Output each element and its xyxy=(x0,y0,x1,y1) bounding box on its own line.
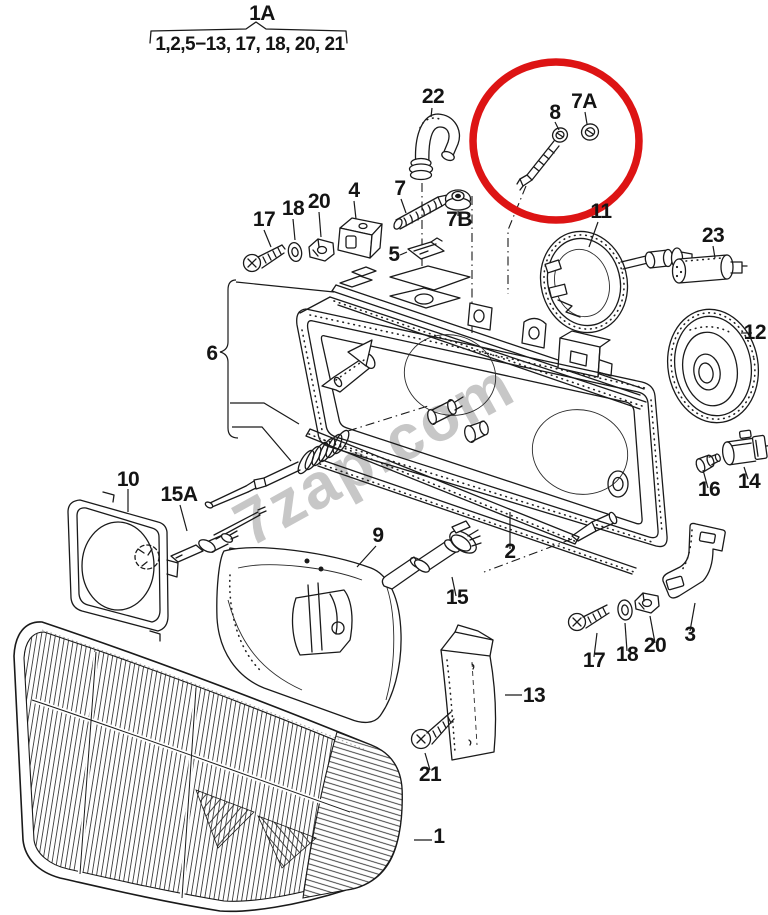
group-bracket-1A xyxy=(149,21,348,44)
part-label-12: 12 xyxy=(744,321,766,344)
part-22-breather-hose xyxy=(408,113,461,181)
part-20-clip-top xyxy=(308,238,335,262)
leader-lines xyxy=(127,107,752,841)
part-label-20-bottom: 20 xyxy=(644,634,666,657)
axis-line xyxy=(483,538,573,573)
part-4-bracket-block xyxy=(337,217,383,259)
part-12-sealing-cap xyxy=(666,308,760,424)
part-21-screw xyxy=(410,711,455,750)
part-label-20-top: 20 xyxy=(308,190,330,213)
part-1-lens xyxy=(13,621,403,913)
part-label-2: 2 xyxy=(504,540,515,563)
part-20-clip-bottom xyxy=(634,592,660,614)
adjuster-bobbin xyxy=(427,396,489,443)
highlight-ellipse xyxy=(469,58,643,224)
part-label-5: 5 xyxy=(388,243,400,266)
part-label-18-bottom: 18 xyxy=(616,643,639,666)
part-label-7A: 7A xyxy=(571,90,597,113)
part-10-foglight-frame xyxy=(67,491,179,642)
part-label-16: 16 xyxy=(698,478,720,501)
part-15A-bulb xyxy=(170,506,267,563)
axis-line xyxy=(507,185,527,294)
part-label-22: 22 xyxy=(422,85,444,108)
part-label-4: 4 xyxy=(348,179,360,202)
part-label-1: 1 xyxy=(433,825,445,848)
part-8-adjusting-screw xyxy=(516,127,569,191)
part-label-21: 21 xyxy=(419,763,442,786)
part-3-bracket xyxy=(662,522,726,599)
part-15-h4-bulb xyxy=(381,520,482,590)
axis-line xyxy=(347,405,429,432)
part-label-11: 11 xyxy=(590,200,612,223)
part-11-cap-with-wiring xyxy=(539,230,693,334)
part-label-17-top: 17 xyxy=(253,208,275,231)
part-label-15A: 15A xyxy=(160,483,197,506)
group-parts-list: 1,2,5−13, 17, 18, 20, 21 xyxy=(155,34,345,55)
part-label-8: 8 xyxy=(549,101,561,124)
part-label-17-bottom: 17 xyxy=(583,649,605,672)
part-13-trim-panel xyxy=(440,624,497,761)
group-label-1A: 1A xyxy=(249,2,275,25)
part-label-7: 7 xyxy=(394,177,405,200)
part-17-screw-bottom xyxy=(567,604,610,632)
part-9-reflector xyxy=(216,547,402,724)
part-23-connector xyxy=(671,254,748,284)
part-label-15: 15 xyxy=(446,586,469,609)
part-7A-nut xyxy=(580,123,600,141)
part-label-14: 14 xyxy=(738,470,761,493)
part-label-3: 3 xyxy=(684,623,695,646)
part-label-7B: 7B xyxy=(446,208,472,231)
part-7B-grommet xyxy=(444,189,472,211)
part-16-bulb xyxy=(695,453,721,473)
part-label-9: 9 xyxy=(372,524,383,547)
part-label-23: 23 xyxy=(702,224,724,247)
part-18-washer-bottom xyxy=(617,599,633,621)
part-5-clip xyxy=(407,237,445,260)
part-label-10: 10 xyxy=(117,468,139,491)
part-label-18-top: 18 xyxy=(282,197,305,220)
part-label-6: 6 xyxy=(206,342,217,365)
part-label-13: 13 xyxy=(523,684,545,707)
part-17-screw-top xyxy=(242,244,286,273)
part-14-bulb-holder xyxy=(721,429,768,466)
part-18-washer-top xyxy=(287,241,303,263)
part-2-housing-rear xyxy=(299,265,647,410)
